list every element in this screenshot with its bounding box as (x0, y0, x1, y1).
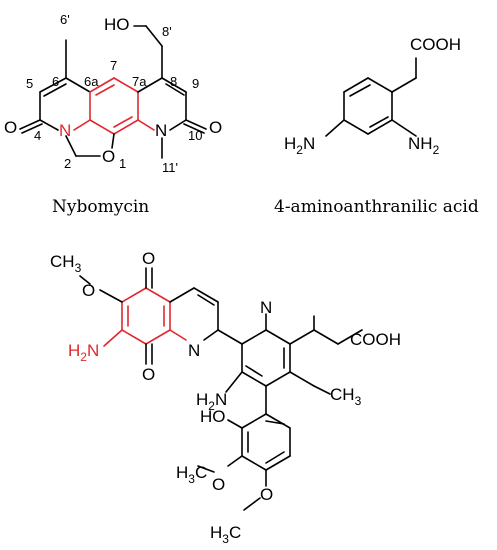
nybomycin-caption: Nybomycin (52, 197, 149, 217)
methoxy-h3c-2: H3C (210, 523, 241, 546)
locant-7a: 7a (132, 74, 147, 89)
atom-o-methoxy-1: O (212, 475, 225, 494)
methoxy-ch3: CH3 (50, 252, 82, 275)
atom-o-ring: O (102, 147, 115, 166)
anthranilic-caption: 4-aminoanthranilic acid (274, 197, 479, 217)
atom-o-right: O (209, 118, 222, 137)
locant-10: 10 (188, 128, 202, 143)
locant-8: 8 (170, 74, 177, 89)
locant-6a: 6a (84, 74, 99, 89)
locant-2: 2 (64, 156, 71, 171)
anthranilic-acid-structure: COOH H2N NH2 4-aminoanthranilic acid (274, 35, 479, 217)
locant-8-prime: 8' (162, 24, 172, 39)
anthranilic-nh2: NH2 (408, 134, 440, 157)
locant-11-prime: 11' (162, 160, 178, 175)
hydroxyl-group: HO (200, 407, 226, 426)
atom-o-methoxy: O (82, 281, 95, 300)
nybomycin-structure: O N O N O HO 6' 8' 7 5 6 6a 7a 8 9 4 10 … (4, 12, 222, 217)
locant-1: 1 (119, 156, 126, 171)
atom-o-quinone-bottom: O (142, 365, 155, 384)
locant-6: 6 (52, 74, 59, 89)
atom-n-right: N (155, 121, 167, 140)
methoxy-h3c-1: H3C (176, 463, 207, 486)
atom-o-left: O (4, 118, 17, 137)
anthranilic-cooh: COOH (410, 35, 461, 54)
atom-o-methoxy-2: O (260, 485, 273, 504)
locant-6-prime: 6' (60, 12, 70, 27)
amino-group-red: H2N (68, 341, 99, 364)
atom-hydroxyl: HO (104, 15, 130, 34)
streptonigrin-structure: CH3 O O O H2N N N COOH H2N CH3 HO H3C O … (50, 249, 401, 546)
locant-4: 4 (34, 128, 41, 143)
atom-n-left: N (59, 121, 71, 140)
locant-7: 7 (110, 58, 117, 73)
atom-n-pyridine: N (260, 298, 272, 317)
locant-9: 9 (192, 76, 199, 91)
atom-o-quinone-top: O (142, 249, 155, 268)
locant-5: 5 (26, 76, 33, 91)
methyl-group: CH3 (330, 385, 362, 408)
atom-n-quinoline: N (188, 341, 200, 360)
amino-group: H2N (196, 390, 227, 413)
streptonigrin-cooh: COOH (350, 330, 401, 349)
anthranilic-h2n: H2N (284, 134, 315, 157)
